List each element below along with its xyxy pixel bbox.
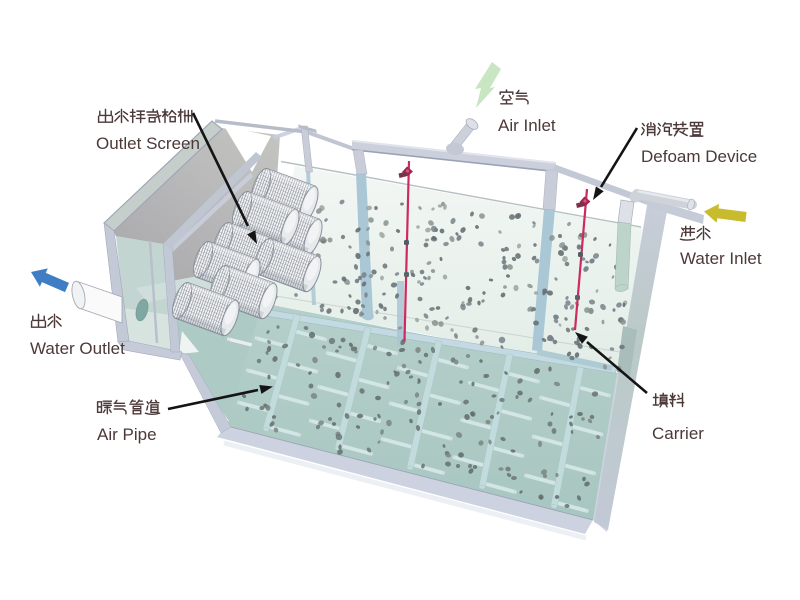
svg-text:Air Inlet: Air Inlet bbox=[498, 116, 556, 135]
svg-text:Defoam Device: Defoam Device bbox=[641, 147, 757, 166]
svg-text:Water Inlet: Water Inlet bbox=[680, 249, 762, 268]
svg-text:Air Pipe: Air Pipe bbox=[97, 425, 157, 444]
svg-text:Outlet Screen: Outlet Screen bbox=[96, 134, 200, 153]
svg-text:Water Outlet: Water Outlet bbox=[30, 339, 125, 358]
svg-text:Carrier: Carrier bbox=[652, 424, 704, 443]
